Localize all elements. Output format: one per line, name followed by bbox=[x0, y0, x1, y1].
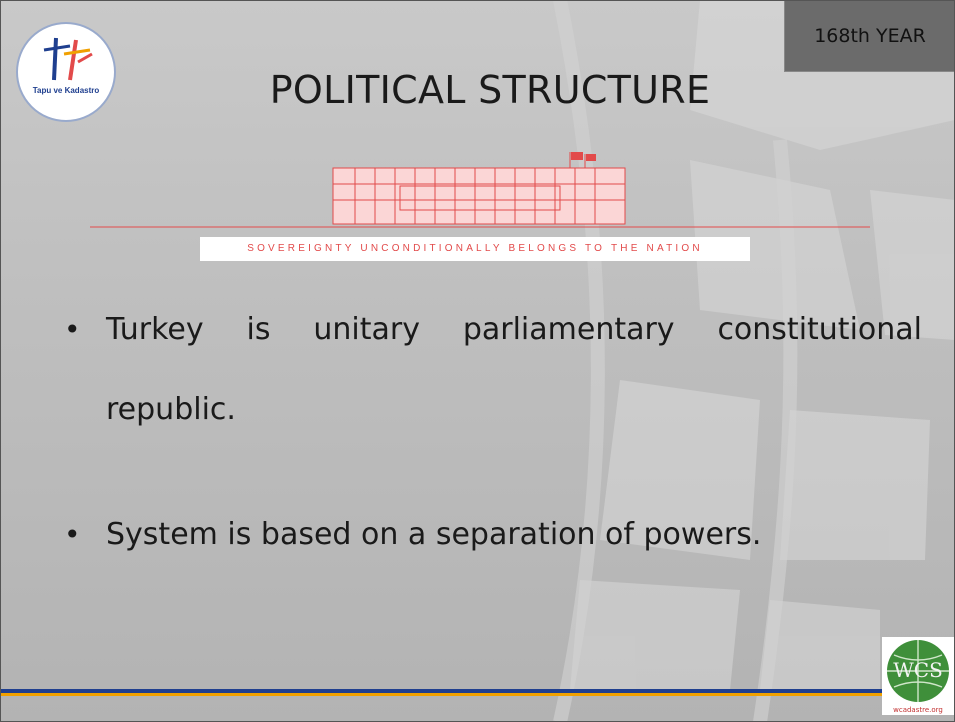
year-badge: 168th YEAR bbox=[784, 0, 955, 72]
wcs-globe-logo: WCS wcadastre.org bbox=[882, 637, 955, 715]
tkgm-logo: Tapu ve Kadastro bbox=[16, 22, 116, 122]
bullet-item: System is based on a separation of power… bbox=[62, 495, 922, 575]
bullet-list: Turkey is unitary parliamentary constitu… bbox=[62, 290, 922, 575]
wcs-text: WCS bbox=[893, 658, 943, 682]
logo-name: Tapu ve Kadastro bbox=[32, 86, 100, 95]
footer-bar-orange bbox=[0, 693, 955, 696]
flag-icon bbox=[586, 154, 596, 161]
tkgm-emblem bbox=[43, 37, 93, 81]
flag-icon bbox=[571, 152, 583, 160]
motto-banner: SOVEREIGNTY UNCONDITIONALLY BELONGS TO T… bbox=[200, 237, 750, 261]
bullet-item: Turkey is unitary parliamentary constitu… bbox=[62, 290, 922, 450]
slide-title: POLITICAL STRUCTURE bbox=[269, 68, 711, 112]
wcs-url: wcadastre.org bbox=[893, 706, 943, 714]
footer-bar-blue bbox=[0, 689, 955, 693]
parliament-building-illustration bbox=[90, 152, 870, 228]
